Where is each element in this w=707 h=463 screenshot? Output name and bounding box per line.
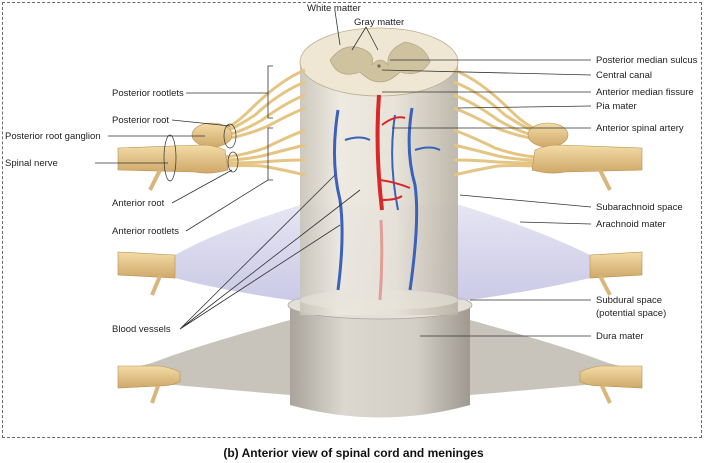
label-posterior-median-sulcus: Posterior median sulcus [596, 55, 698, 66]
label-spinal-nerve: Spinal nerve [5, 158, 58, 169]
label-anterior-rootlets: Anterior rootlets [112, 226, 179, 237]
upper-spinal-nerves [117, 68, 643, 191]
gray-matter-section [329, 41, 431, 83]
label-pia-mater: Pia mater [596, 101, 637, 112]
label-subarachnoid-space: Subarachnoid space [596, 202, 683, 213]
label-subdural-space: Subdural space [596, 295, 662, 306]
label-subdural-space-note: (potential space) [596, 308, 666, 319]
label-blood-vessels: Blood vessels [112, 324, 171, 335]
label-white-matter: White matter [307, 3, 361, 14]
label-central-canal: Central canal [596, 70, 652, 81]
figure-caption: (b) Anterior view of spinal cord and men… [223, 446, 484, 460]
lower-spinal-nerves [117, 365, 643, 404]
label-gray-matter: Gray matter [354, 17, 404, 28]
label-dura-mater: Dura mater [596, 331, 644, 342]
label-anterior-root: Anterior root [112, 198, 165, 209]
rootlet-brackets [163, 65, 273, 182]
figure-frame [2, 2, 702, 438]
label-arachnoid-mater: Arachnoid mater [596, 219, 666, 230]
spinal-cord-illustration: White matter Gray matter Posterior media… [5, 3, 698, 418]
central-canal [377, 64, 381, 68]
label-anterior-spinal-artery: Anterior spinal artery [596, 123, 684, 134]
label-posterior-root-ganglion: Posterior root ganglion [5, 131, 101, 142]
label-posterior-root: Posterior root [112, 115, 169, 126]
leader-lines [95, 10, 592, 337]
labels: White matter Gray matter Posterior media… [5, 3, 698, 342]
label-anterior-median-fissure: Anterior median fissure [596, 87, 694, 98]
label-posterior-rootlets: Posterior rootlets [112, 88, 184, 99]
spinal-cord [299, 27, 459, 315]
